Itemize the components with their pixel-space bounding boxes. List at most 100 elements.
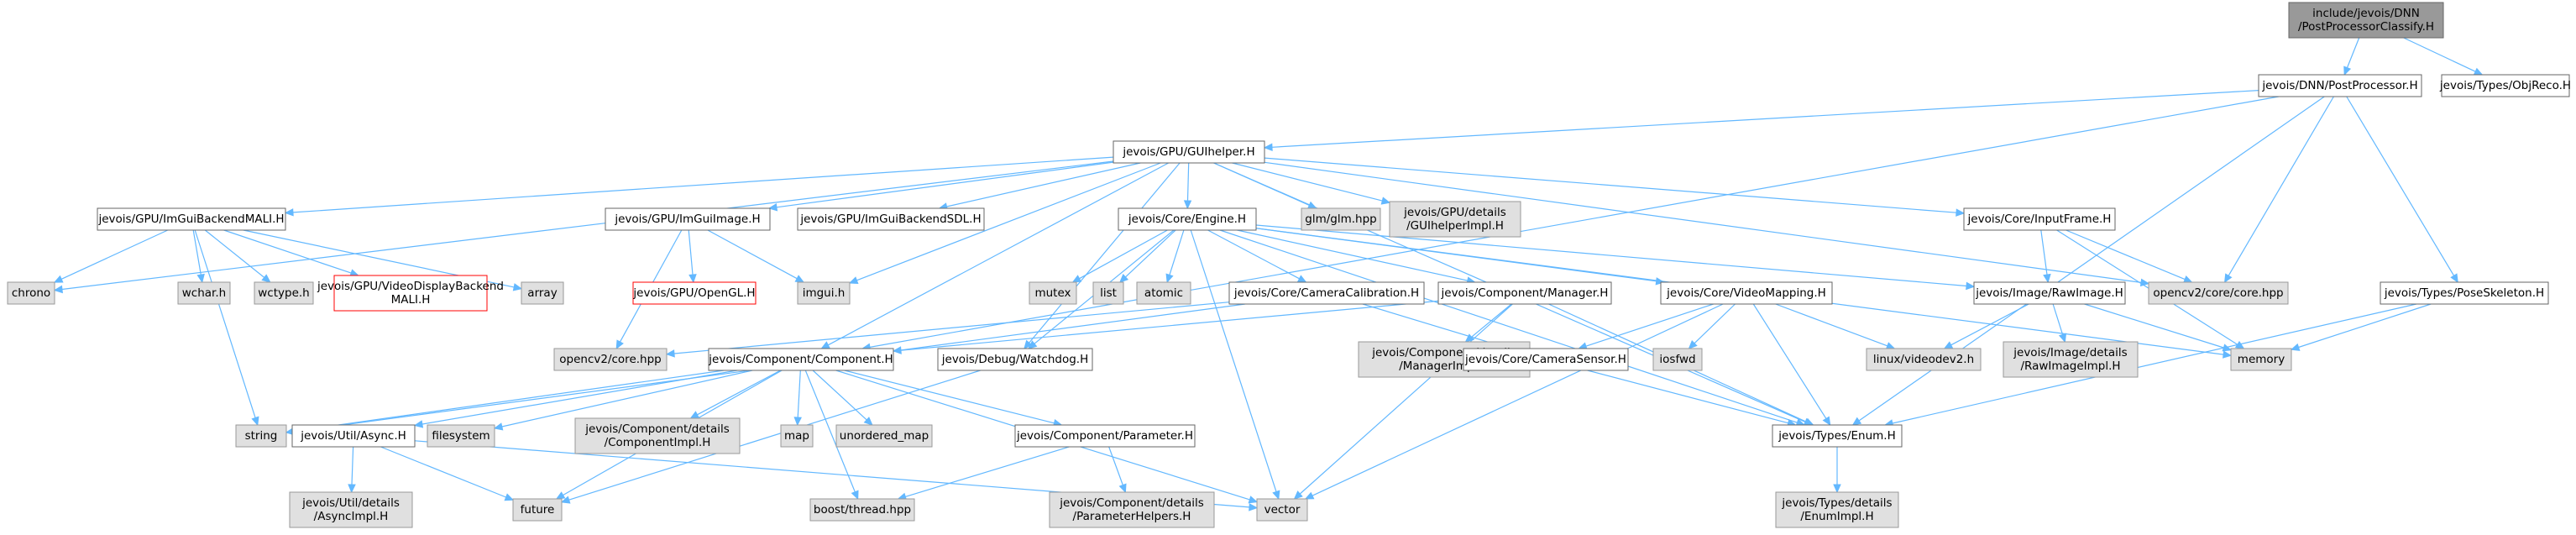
- node-box: [835, 424, 933, 448]
- node-future: future: [512, 498, 563, 522]
- node-rawimage[interactable]: jevois/Image/RawImage.H: [1973, 281, 2126, 305]
- node-label: jevois/Component/Manager.H: [1441, 286, 1609, 300]
- node-engine[interactable]: jevois/Core/Engine.H: [1118, 207, 1257, 231]
- node-objreco[interactable]: jevois/Types/ObjReco.H: [2439, 74, 2571, 97]
- edge-engine-to-vector: [1190, 229, 1280, 501]
- node-box: [2288, 2, 2444, 39]
- node-box: [1092, 281, 1124, 305]
- node-opengl[interactable]: jevois/GPU/OpenGL.H: [632, 281, 757, 305]
- node-videomap[interactable]: jevois/Core/VideoMapping.H: [1660, 281, 1833, 305]
- node-component[interactable]: jevois/Component/Component.H: [708, 348, 894, 371]
- node-label: jevois/Types/ObjReco.H: [2439, 79, 2571, 92]
- node-box: [235, 424, 287, 448]
- node-guihelper[interactable]: jevois/GPU/GUIhelper.H: [1113, 140, 1265, 164]
- edge-parameter-to-paramhelpers: [1108, 446, 1127, 494]
- node-box: [797, 281, 851, 305]
- node-label: imgui.h: [803, 286, 846, 300]
- node-poseskel[interactable]: jevois/Types/PoseSkeleton.H: [2380, 281, 2549, 305]
- node-box: [553, 348, 668, 371]
- node-label: jevois/GPU/ImGuiBackendMALI.H: [97, 212, 284, 226]
- node-imguisdl[interactable]: jevois/GPU/ImGuiBackendSDL.H: [797, 207, 985, 231]
- node-inputframe[interactable]: jevois/Core/InputFrame.H: [1963, 207, 2116, 231]
- edge-camcalib-to-cvcorehpp: [665, 302, 1230, 358]
- edge-manager-to-managerimpl: [1464, 303, 1512, 343]
- node-imguimali[interactable]: jevois/GPU/ImGuiBackendMALI.H: [97, 207, 286, 231]
- node-postproc[interactable]: jevois/DNN/PostProcessor.H: [2258, 74, 2422, 97]
- node-root[interactable]: include/jevois/DNN/PostProcessorClassify…: [2288, 2, 2444, 39]
- edge-component-to-async: [413, 370, 738, 428]
- edge-imguiimage-to-opengl: [688, 229, 697, 284]
- node-watchdog[interactable]: jevois/Debug/Watchdog.H: [937, 348, 1093, 371]
- edge-videomap-to-vector: [1304, 303, 1724, 500]
- node-box: [1463, 348, 1629, 371]
- node-enumimpl: jevois/Types/details/EnumImpl.H: [1775, 491, 1899, 528]
- node-label: jevois/Component/Component.H: [708, 353, 893, 366]
- node-label: jevois/Component/Parameter.H: [1016, 429, 1193, 443]
- node-box: [1014, 424, 1196, 448]
- node-label: jevois/Image/details: [2013, 346, 2127, 359]
- edge-enumh-to-enumimpl: [1833, 447, 1841, 494]
- node-imguiimage[interactable]: jevois/GPU/ImGuiImage.H: [605, 207, 771, 231]
- node-label: unordered_map: [840, 429, 929, 443]
- edge-manager-to-component: [892, 300, 1439, 354]
- edge-guihelper-to-guiimpl: [1232, 162, 1391, 205]
- edge-engine-to-rawimage: [1255, 224, 1976, 291]
- node-label: opencv2/core.hpp: [559, 353, 661, 366]
- node-label: jevois/GPU/GUIhelper.H: [1122, 145, 1254, 159]
- node-camsensor[interactable]: jevois/Core/CameraSensor.H: [1463, 348, 1629, 371]
- node-box: [1301, 207, 1381, 231]
- edge-engine-to-atomic: [1165, 229, 1185, 284]
- node-box: [1029, 281, 1077, 305]
- edge-guihelper-to-watchdog: [1024, 162, 1181, 349]
- node-memory: memory: [2230, 348, 2292, 371]
- edge-camsensor-to-enumh: [1587, 370, 1797, 427]
- node-box: [289, 491, 413, 528]
- node-label: map: [784, 429, 809, 443]
- edge-guihelper-to-chrono: [53, 160, 1114, 294]
- node-box: [427, 424, 495, 448]
- edge-async-to-asyncimpl: [348, 446, 356, 494]
- node-array: array: [521, 281, 564, 305]
- edge-component-to-boostthread: [804, 370, 859, 501]
- node-string: string: [235, 424, 287, 448]
- node-label: jevois/Debug/Watchdog.H: [941, 353, 1088, 366]
- node-box: [780, 424, 814, 448]
- node-label: /ParameterHelpers.H: [1073, 510, 1191, 523]
- node-box: [1437, 281, 1612, 305]
- node-box: [2230, 348, 2292, 371]
- node-iosfwd: iosfwd: [1652, 348, 1703, 371]
- node-label: /AsyncImpl.H: [314, 510, 389, 523]
- node-boostthread: boost/thread.hpp: [809, 498, 915, 522]
- node-box: [2258, 74, 2422, 97]
- node-label: jevois/Types/PoseSkeleton.H: [2384, 286, 2544, 300]
- edge-videomap-to-videodev2: [1775, 303, 1896, 350]
- edge-postproc-to-poseskel: [2346, 96, 2458, 284]
- node-box: [1963, 207, 2116, 231]
- edge-guihelper-to-imguiimage: [767, 161, 1114, 212]
- node-label: jevois/GPU/OpenGL.H: [632, 286, 755, 300]
- node-box: [1256, 498, 1308, 522]
- node-box: [1660, 281, 1833, 305]
- node-label: atomic: [1144, 286, 1183, 300]
- node-box: [574, 417, 741, 454]
- node-camcalib[interactable]: jevois/Core/CameraCalibration.H: [1228, 281, 1425, 305]
- node-label: jevois/Util/details: [301, 496, 400, 510]
- node-asyncimpl: jevois/Util/details/AsyncImpl.H: [289, 491, 413, 528]
- edge-videomap-to-enumh: [1752, 303, 1831, 427]
- node-paramhelpers: jevois/Component/details/ParameterHelper…: [1049, 491, 1215, 528]
- node-rawimpl: jevois/Image/details/RawImageImpl.H: [2003, 341, 2139, 378]
- dependency-nodes: include/jevois/DNN/PostProcessorClassify…: [7, 2, 2571, 528]
- edge-async-to-future: [380, 446, 515, 501]
- edge-engine-to-enumh: [1219, 229, 1806, 427]
- node-label: wctype.h: [258, 286, 309, 300]
- node-imguih: imgui.h: [797, 281, 851, 305]
- node-box: [2148, 281, 2289, 305]
- node-enumh[interactable]: jevois/Types/Enum.H: [1772, 424, 1903, 448]
- node-box: [708, 348, 894, 371]
- node-box: [1652, 348, 1703, 371]
- node-async[interactable]: jevois/Util/Async.H: [291, 424, 416, 448]
- node-parameter[interactable]: jevois/Component/Parameter.H: [1014, 424, 1196, 448]
- node-box: [2441, 74, 2570, 97]
- node-manager[interactable]: jevois/Component/Manager.H: [1437, 281, 1612, 305]
